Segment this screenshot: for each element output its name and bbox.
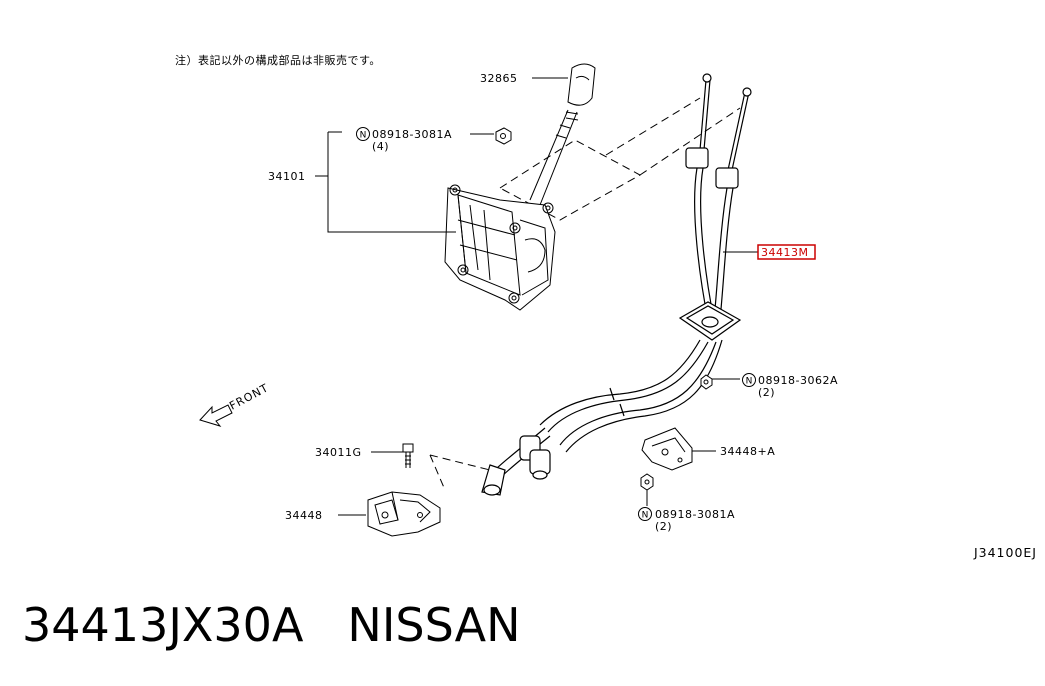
svg-text:N: N (360, 131, 367, 141)
nut-top (495, 127, 512, 145)
label-nut-mid: 08918-3062A (758, 374, 838, 387)
footer: 34413JX30A NISSAN (22, 598, 521, 652)
note-text: 注）表記以外の構成部品は非販売です。 (175, 54, 381, 67)
shifter-body (444, 184, 556, 311)
label-bolt: 34011G (315, 446, 362, 459)
nut-bottom (640, 473, 654, 491)
label-knob: 32865 (480, 72, 518, 85)
n-marker-icons (356, 127, 756, 521)
bracket-right (641, 427, 693, 471)
bracket-left (367, 491, 441, 537)
bolt (402, 443, 414, 468)
label-bracket-right: 34448+A (720, 445, 775, 458)
diagram-code: J34100EJ (973, 545, 1037, 560)
front-arrow-icon (199, 404, 233, 427)
control-cable (481, 73, 752, 496)
label-nut-top: 08918-3081A (372, 128, 452, 141)
callout-lines (315, 77, 758, 516)
shift-knob (565, 63, 596, 121)
svg-text:N: N (746, 377, 753, 387)
shift-lever (529, 109, 578, 206)
label-nut-bottom-qty: (2) (655, 520, 672, 533)
brand-name: NISSAN (347, 598, 521, 652)
highlight-box (757, 244, 816, 260)
label-cable: 34413M (761, 246, 808, 259)
label-nut-mid-qty: (2) (758, 386, 775, 399)
label-bracket-left: 34448 (285, 509, 323, 522)
label-nut-bottom: 08918-3081A (655, 508, 735, 521)
label-shifter: 34101 (268, 170, 306, 183)
front-label: FRONT (227, 381, 271, 412)
svg-text:N: N (642, 511, 649, 521)
part-number: 34413JX30A (22, 598, 304, 652)
nut-mid (700, 374, 713, 390)
label-nut-top-qty: (4) (372, 140, 389, 153)
